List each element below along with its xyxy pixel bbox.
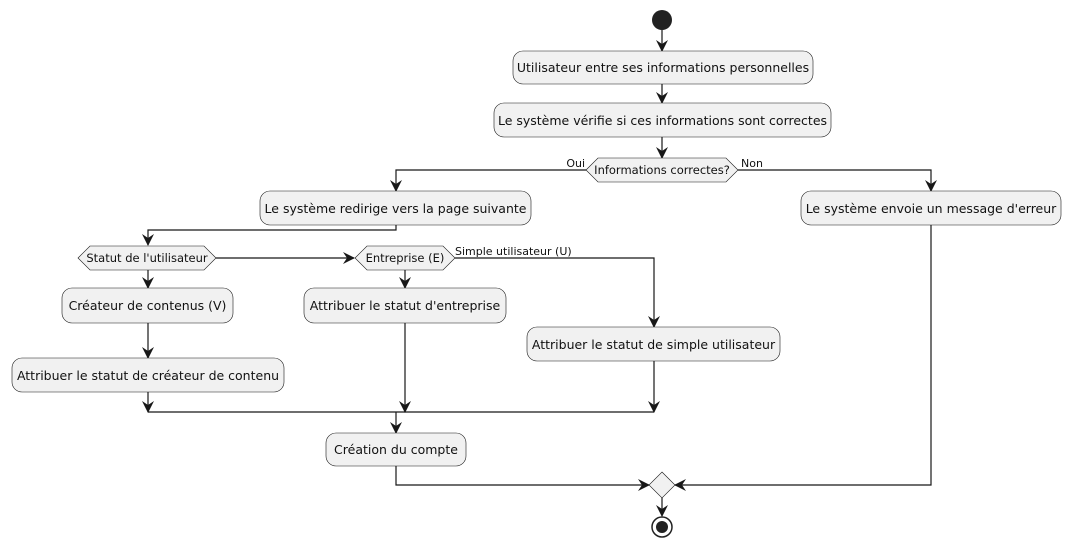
edge-a3-to-d2 <box>142 225 397 246</box>
decision-d3-label: Entreprise (E) <box>366 251 445 265</box>
decision-d2-label: Statut de l'utilisateur <box>86 251 207 265</box>
decision-d2: Statut de l'utilisateur <box>77 245 217 271</box>
action-a2-label: Le système vérifie si ces informations s… <box>498 113 827 128</box>
action-a4: Le système envoie un message d'erreur <box>800 190 1062 226</box>
decision-d1: Informations correctes? <box>585 157 739 183</box>
action-a8: Attribuer le statut de simple utilisateu… <box>526 326 781 362</box>
action-a1-label: Utilisateur entre ses informations perso… <box>517 60 809 75</box>
decision-d3: Entreprise (E) <box>354 245 456 271</box>
edges <box>142 30 937 517</box>
action-a2: Le système vérifie si ces informations s… <box>493 102 832 138</box>
action-a9-label: Création du compte <box>334 442 458 457</box>
action-a6-label: Attribuer le statut de créateur de conte… <box>17 368 279 383</box>
end-merge-diamond <box>648 471 676 499</box>
action-a5-label: Créateur de contenus (V) <box>69 298 227 313</box>
decision-d1-label: Informations correctes? <box>594 163 730 177</box>
action-a7-label: Attribuer le statut d'entreprise <box>310 298 501 313</box>
action-a6: Attribuer le statut de créateur de conte… <box>11 357 285 393</box>
branch-label-simple: Simple utilisateur (U) <box>455 245 572 258</box>
action-a1: Utilisateur entre ses informations perso… <box>512 50 814 85</box>
action-a8-label: Attribuer le statut de simple utilisateu… <box>532 337 776 352</box>
stop-node <box>651 516 673 538</box>
action-a7: Attribuer le statut d'entreprise <box>303 287 507 324</box>
start-node <box>652 10 672 30</box>
action-a3-label: Le système redirige vers la page suivant… <box>265 201 527 216</box>
edge-a9-to-end-merge <box>395 466 650 491</box>
edge-d1-oui <box>390 169 586 192</box>
edge-a4-to-end-merge <box>674 225 932 491</box>
action-a5: Créateur de contenus (V) <box>61 287 234 324</box>
action-a4-label: Le système envoie un message d'erreur <box>806 201 1057 216</box>
action-a3: Le système redirige vers la page suivant… <box>259 190 532 226</box>
branch-label-oui: Oui <box>566 157 585 170</box>
edge-d1-non <box>738 169 937 192</box>
branch-label-non: Non <box>741 157 763 170</box>
edge-d3-simple <box>455 257 660 328</box>
action-a9: Création du compte <box>325 432 467 467</box>
